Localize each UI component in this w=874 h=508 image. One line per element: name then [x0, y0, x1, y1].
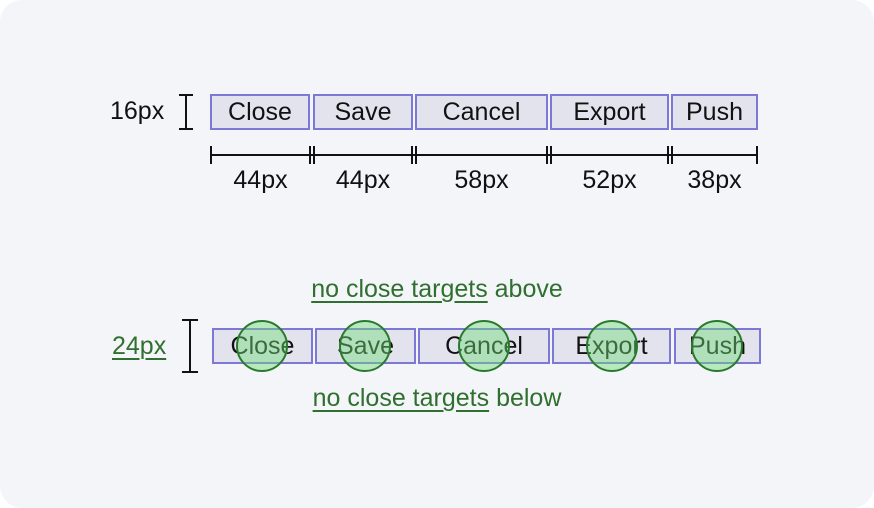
touch-target-export [586, 320, 638, 372]
touch-target-cancel [458, 320, 510, 372]
note-below: no close targets below [0, 384, 874, 413]
height-label-24[interactable]: 24px [112, 332, 167, 360]
height-label-16: 16px [110, 97, 165, 125]
note-above-rest: above [494, 275, 563, 303]
touch-target-push [691, 320, 743, 372]
note-above: no close targets above [0, 275, 874, 304]
width-label-cancel: 58px [454, 166, 509, 194]
cancel-button[interactable]: Cancel [415, 94, 548, 130]
width-label-close: 44px [233, 166, 288, 194]
height-bracket-16 [179, 94, 193, 130]
close-button[interactable]: Close [210, 94, 310, 130]
touch-target-save [339, 320, 391, 372]
width-dimension-line [210, 146, 758, 164]
height-bracket-24 [182, 319, 198, 373]
width-label-export: 52px [582, 166, 637, 194]
note-above-link[interactable]: no close targets [311, 275, 488, 303]
note-below-link[interactable]: no close targets [312, 384, 490, 412]
note-below-rest: below [496, 384, 562, 412]
width-label-save: 44px [335, 166, 391, 194]
export-button[interactable]: Export [550, 94, 669, 130]
width-label-push: 38px [687, 166, 742, 194]
push-button[interactable]: Push [671, 94, 758, 130]
save-button[interactable]: Save [313, 94, 413, 130]
touch-target-close [236, 320, 288, 372]
